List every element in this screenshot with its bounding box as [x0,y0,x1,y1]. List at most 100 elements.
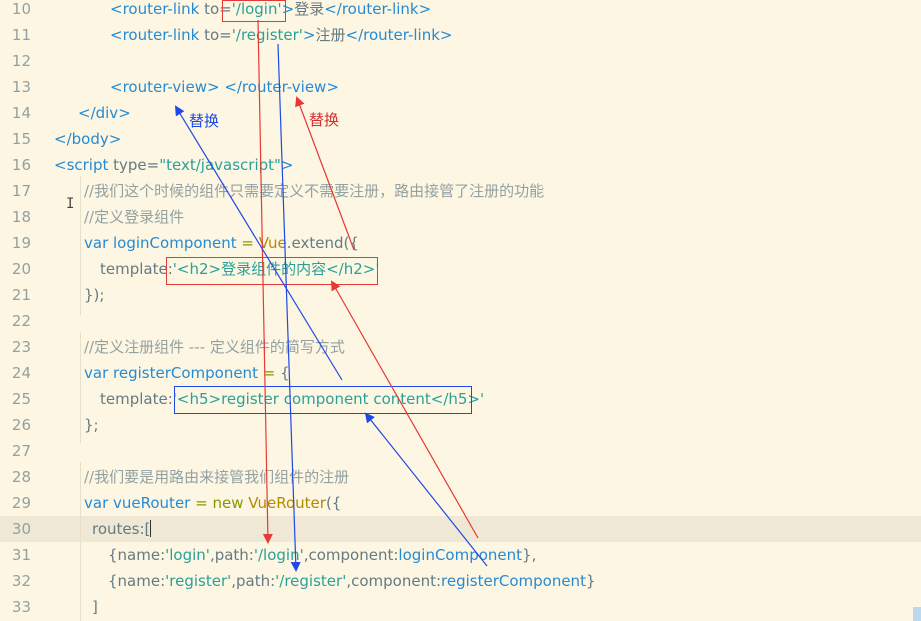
indent-guide [80,462,81,621]
code-token: registerComponent [113,364,258,382]
code-token: .extend({ [286,234,359,252]
code-token: loginComponent [113,234,237,252]
code-text: //定义注册组件 --- 定义组件的简写方式 [84,334,345,360]
arrow-login-to-router-view [295,96,355,251]
code-line[interactable]: 17//我们这个时候的组件只需要定义不需要注册，路由接管了注册的功能 [0,178,921,204]
code-token: //定义注册组件 --- 定义组件的简写方式 [84,338,345,356]
line-number: 33 [11,598,31,616]
line-number: 30 [11,520,31,538]
code-line[interactable]: 27 [0,438,921,464]
code-token: registerComponent [441,572,586,590]
text-caret [150,520,152,537]
code-line[interactable]: 18//定义登录组件 [0,204,921,230]
code-token: '/register' [275,572,347,590]
indent-guide [80,176,81,315]
scrollbar-marker[interactable] [913,607,921,621]
line-number: 14 [11,104,31,122]
code-line[interactable]: 30 routes:[ [0,516,921,542]
code-text: var loginComponent = Vue.extend({ [84,230,359,256]
code-text: routes:[ [92,516,152,542]
line-number: 27 [11,442,31,460]
arrow-register-to-view [174,105,343,381]
code-token: template: [100,390,173,408]
replace-label-red: 替换 [309,111,340,129]
line-number: 15 [11,130,31,148]
code-line[interactable]: 12 [0,48,921,74]
code-token: '/login' [231,0,282,18]
code-token: > [302,26,316,44]
line-number: 32 [11,572,31,590]
code-line[interactable]: 23 //定义注册组件 --- 定义组件的简写方式 [0,334,921,360]
line-number: 29 [11,494,31,512]
code-token: < [110,78,123,96]
code-token: < [110,0,123,18]
code-line[interactable]: 15 </body> [0,126,921,152]
code-text: <router-link to='/login'>登录</router-link… [110,0,431,22]
replace-label-blue: 替换 [189,112,220,130]
code-line[interactable]: 26}; [0,412,921,438]
code-token: {name: [108,546,166,564]
code-line[interactable]: 25 template:'<h5>register component conte… [0,386,921,412]
code-text: }; [84,412,99,438]
code-line[interactable]: 16 <script type="text/javascript"> [0,152,921,178]
code-line[interactable]: 32 {name:'register',path:'/register',comp… [0,568,921,594]
line-number: 12 [11,52,31,70]
code-line[interactable]: 31{name:'login',path:'/login',component:… [0,542,921,568]
code-text: {name:'register',path:'/register',compon… [108,568,596,594]
code-token: ({ [325,494,342,512]
code-token: 'login' [165,546,210,564]
code-line[interactable]: 14</div> [0,100,921,126]
code-line[interactable]: 21}); [0,282,921,308]
text-ibeam-cursor-icon: I [66,196,75,212]
code-token: '<h5>register component content</h5>' [172,390,485,408]
code-line[interactable]: 33] [0,594,921,620]
arrow-register-component [364,412,488,567]
code-token: < [110,26,123,44]
indent-guide [80,332,81,443]
code-text: //我们要是用路由来接管我们组件的注册 [84,464,349,490]
code-token: ,component: [346,572,442,590]
code-token: </router-link> [345,26,453,44]
code-line[interactable]: 13<router-view> </router-view> [0,74,921,100]
code-token: = [257,364,281,382]
line-number: 17 [11,182,31,200]
code-token: //我们要是用路由来接管我们组件的注册 [84,468,350,486]
line-number: 23 [11,338,31,356]
register-template-highlight-box [174,386,472,414]
line-number: 21 [11,286,31,304]
code-line[interactable]: 11<router-link to='/register'>注册</router… [0,22,921,48]
code-token: template: [100,260,173,278]
line-number: 26 [11,416,31,434]
code-token: {name: [108,572,166,590]
code-text: //定义登录组件 [84,204,184,230]
code-token: > [206,78,225,96]
code-token: loginComponent [398,546,523,564]
login-path-highlight-box [222,0,286,22]
code-token: }; [84,416,99,434]
line-number: 25 [11,390,31,408]
arrow-register-path [277,43,301,572]
code-text: ] [92,594,98,620]
code-token: ,path: [209,546,254,564]
code-token: }); [84,286,105,304]
code-token: var [84,364,114,382]
code-token: 'register' [165,572,232,590]
line-number: 22 [11,312,31,330]
code-line[interactable]: 22 [0,308,921,334]
code-token: = [190,494,213,512]
code-line[interactable]: 10<router-link to='/login'>登录</router-li… [0,0,921,22]
code-token: } [585,572,596,590]
code-token: </router-link> [324,0,432,18]
code-text: <script type="text/javascript"> [54,152,294,178]
code-token: router-link [122,26,200,44]
code-line[interactable]: 28 //我们要是用路由来接管我们组件的注册 [0,464,921,490]
line-number: 16 [11,156,31,174]
line-number: 28 [11,468,31,486]
code-token: </body> [54,130,122,148]
